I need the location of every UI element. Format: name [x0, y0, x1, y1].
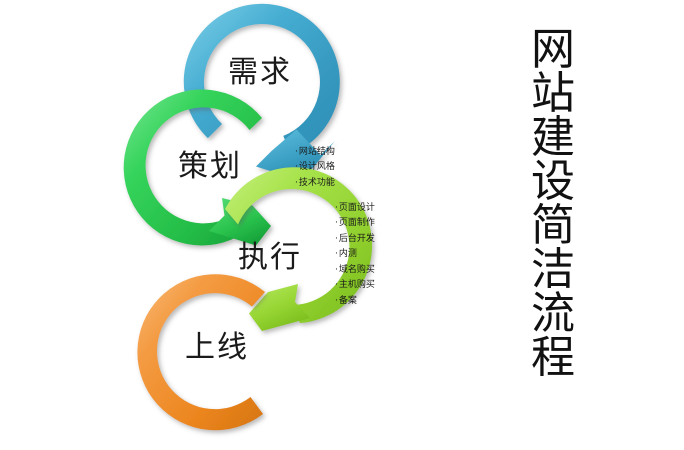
title-char-4: 简: [531, 200, 575, 251]
bullet-dot-icon: ·: [295, 177, 298, 188]
bullet-dot-icon: ·: [295, 147, 298, 157]
bullet-dot-icon: ·: [335, 233, 338, 244]
note-item-exec-3: ·内测: [335, 247, 375, 262]
title-char-5: 洁: [531, 244, 575, 295]
notes-list-plan: ·网站结构·设计风格·技术功能: [295, 145, 335, 191]
note-item-label: 主机购买: [338, 280, 375, 291]
note-item-exec-1: ·页面制作: [335, 216, 375, 231]
notes-list-exec: ·页面设计·页面制作·后台开发·内测·域名购买·主机购买·备案: [335, 201, 375, 309]
ring-plan: [123, 89, 271, 246]
note-item-exec-0: ·页面设计: [335, 201, 375, 216]
note-item-plan-0: ·网站结构: [295, 145, 335, 160]
bullet-dot-icon: ·: [335, 280, 338, 291]
ring-launch: [137, 274, 265, 431]
bullet-dot-icon: ·: [295, 162, 298, 173]
note-item-label: 网站结构: [298, 147, 335, 157]
note-item-exec-5: ·主机购买: [335, 278, 375, 293]
process-rings-svg: [123, 3, 373, 431]
page-title-vertical: 网站建设简洁流程: [520, 24, 586, 383]
stage-label-launch: 上线: [185, 330, 249, 365]
note-item-label: 内测: [338, 249, 357, 260]
bullet-dot-icon: ·: [335, 295, 338, 306]
title-char-1: 站: [531, 68, 575, 119]
bullet-dot-icon: ·: [335, 203, 338, 213]
note-item-label: 页面设计: [338, 203, 375, 213]
title-char-2: 建: [531, 112, 575, 163]
bullet-dot-icon: ·: [335, 249, 338, 260]
note-item-exec-6: ·备案: [335, 294, 375, 309]
process-flow-diagram: 需求 策划 执行 上线 ·网站结构·设计风格·技术功能 ·页面设计·页面制作·后…: [123, 3, 375, 431]
title-char-3: 设: [531, 156, 575, 207]
bullet-dot-icon: ·: [335, 264, 338, 275]
title-char-6: 流: [531, 288, 575, 339]
note-item-exec-4: ·域名购买: [335, 263, 375, 278]
note-item-exec-2: ·后台开发: [335, 232, 375, 247]
note-item-label: 页面制作: [338, 218, 375, 229]
note-item-plan-2: ·技术功能: [295, 176, 335, 191]
stage-label-demand: 需求: [228, 55, 292, 90]
note-item-label: 技术功能: [298, 177, 335, 188]
note-item-label: 备案: [338, 295, 357, 306]
stage-label-plan: 策划: [178, 149, 242, 184]
bullet-dot-icon: ·: [335, 218, 338, 229]
ring-exec: [225, 167, 373, 331]
note-item-label: 设计风格: [298, 162, 335, 173]
title-char-0: 网: [531, 24, 575, 75]
title-char-7: 程: [531, 332, 575, 383]
stage-label-exec: 执行: [238, 240, 302, 275]
note-item-label: 域名购买: [338, 264, 375, 275]
ring-demand: [183, 3, 340, 181]
note-item-plan-1: ·设计风格: [295, 160, 335, 175]
note-item-label: 后台开发: [338, 233, 375, 244]
